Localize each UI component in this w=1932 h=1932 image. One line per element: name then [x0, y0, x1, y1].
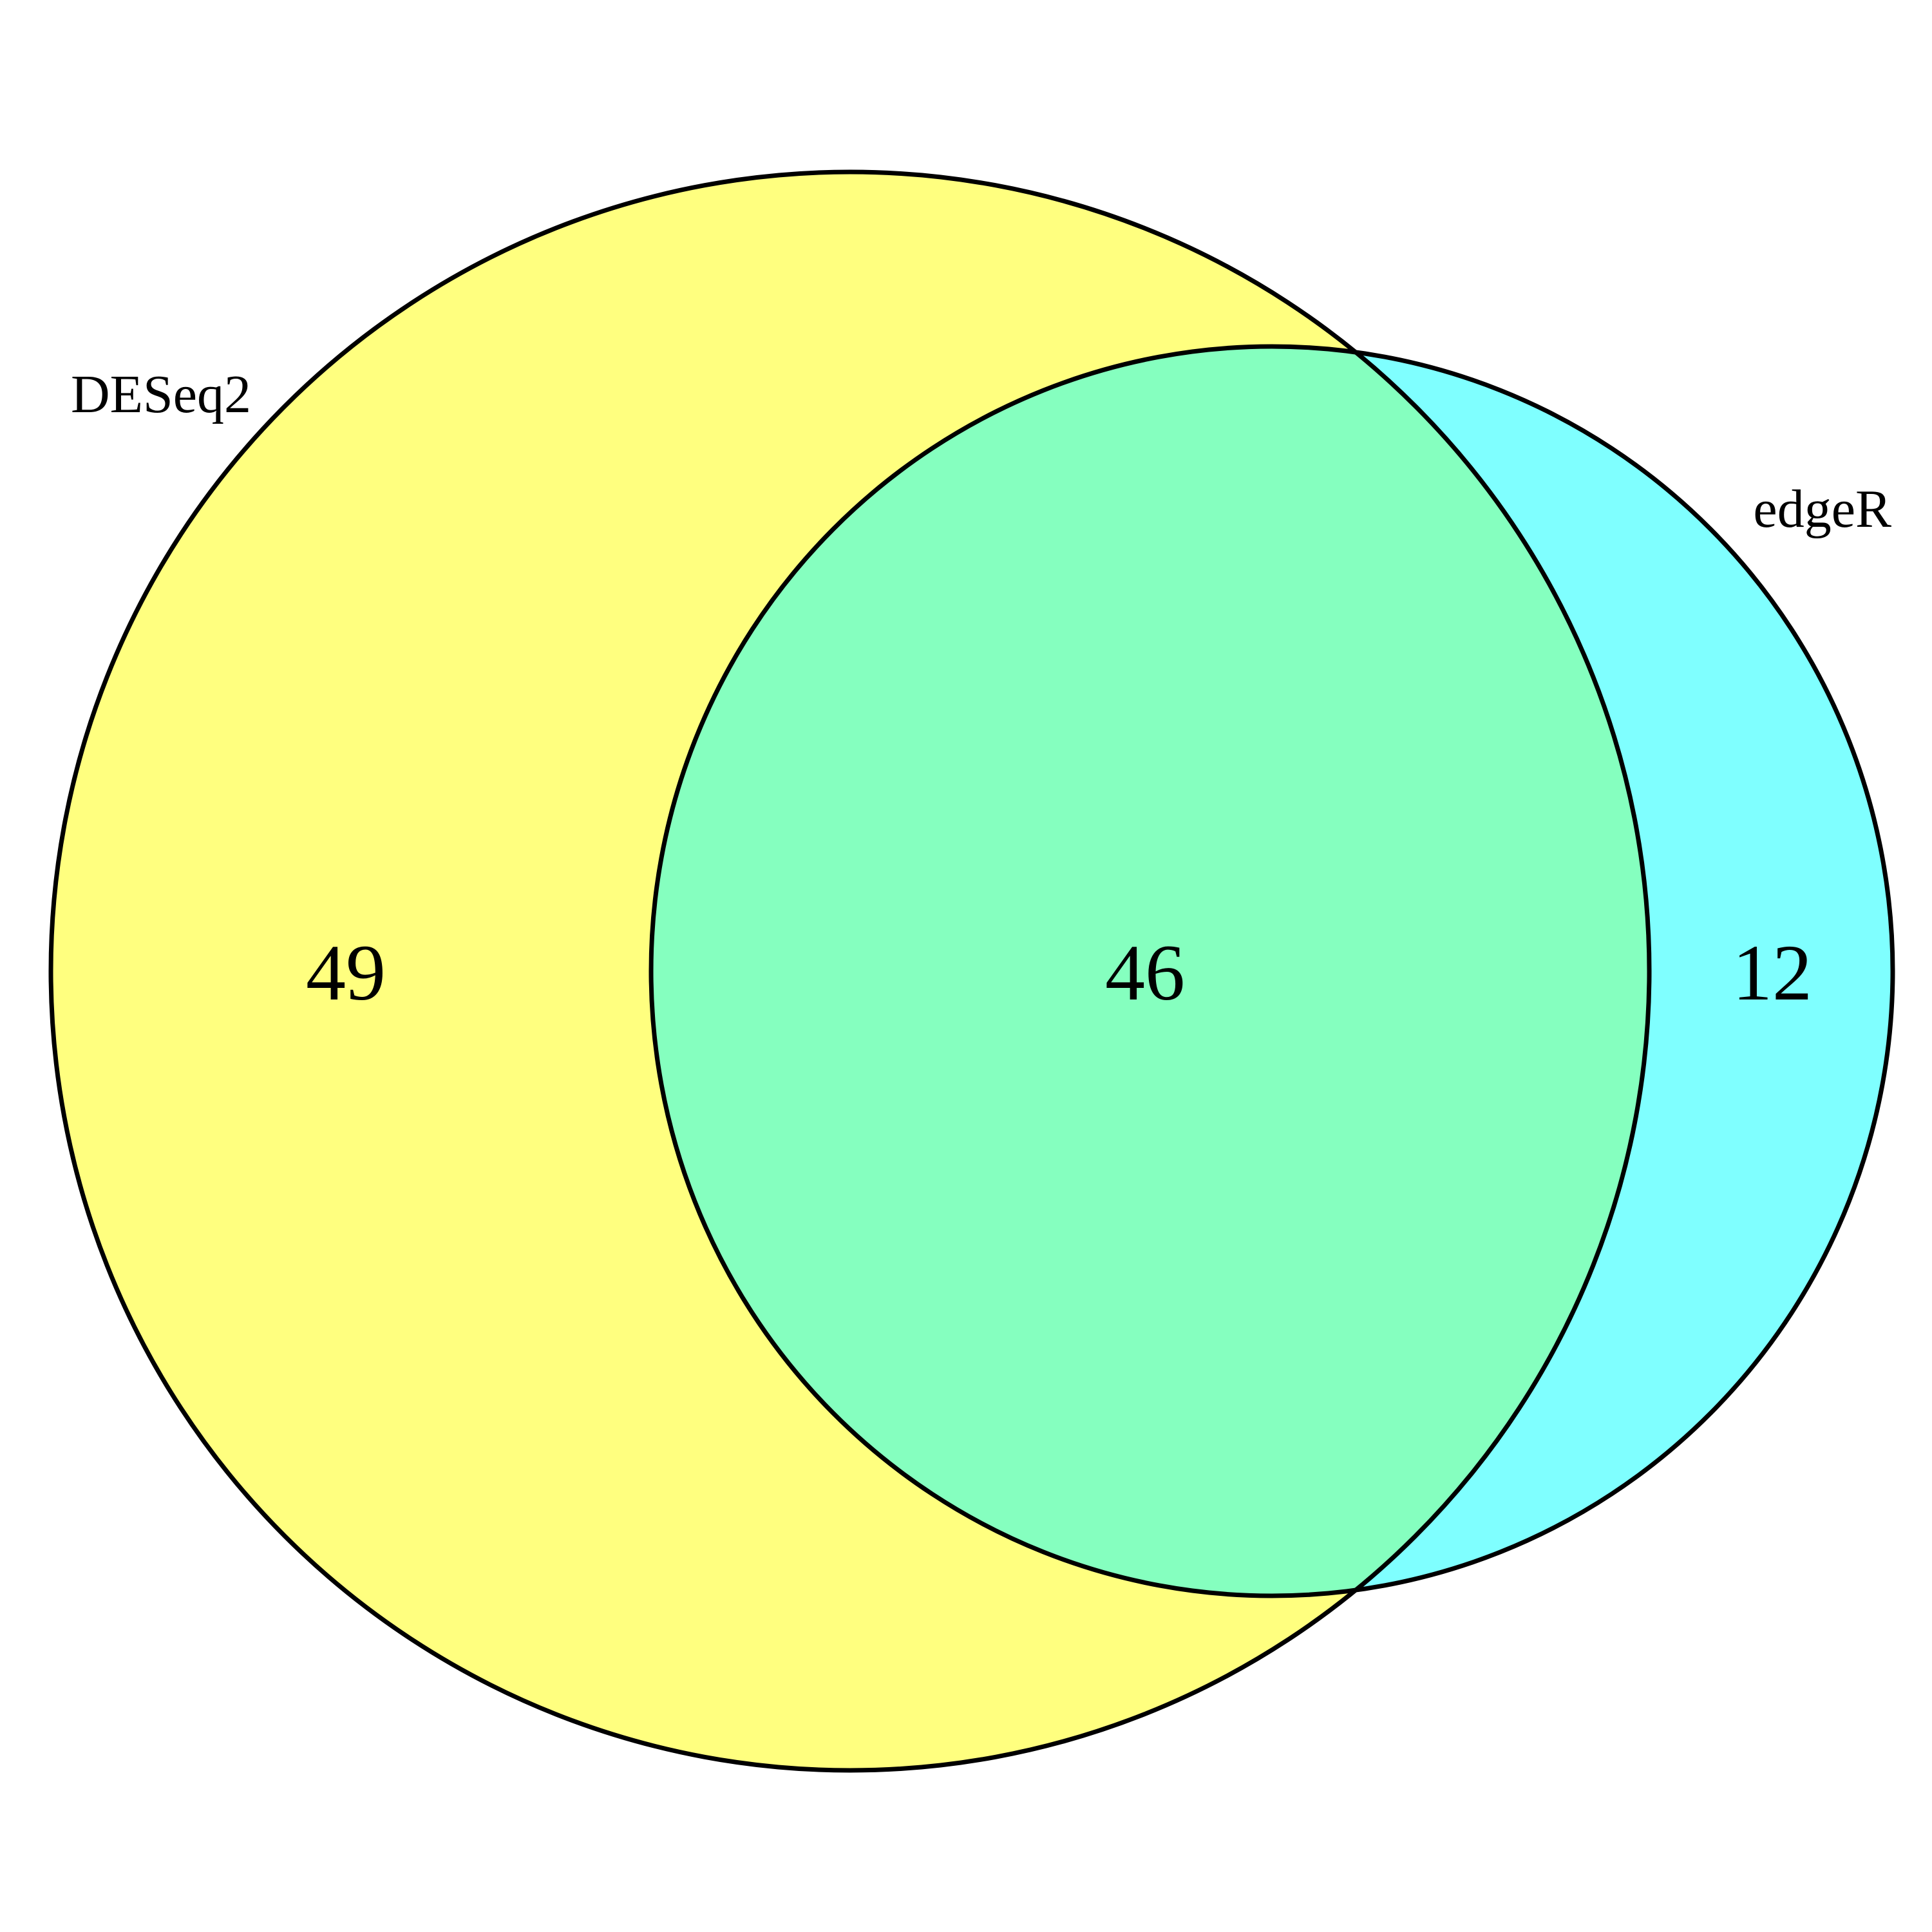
edger-only-count: 12 [1732, 929, 1812, 1017]
deseq2-set-label: DESeq2 [71, 365, 251, 424]
deseq2-outline [48, 169, 1652, 1773]
deseq2-only-count: 49 [306, 929, 386, 1017]
overlap-count: 46 [1105, 929, 1185, 1017]
edger-outline [649, 344, 1895, 1598]
overlap-region [651, 346, 1649, 1596]
edger-set-label: edgeR [1753, 479, 1891, 539]
